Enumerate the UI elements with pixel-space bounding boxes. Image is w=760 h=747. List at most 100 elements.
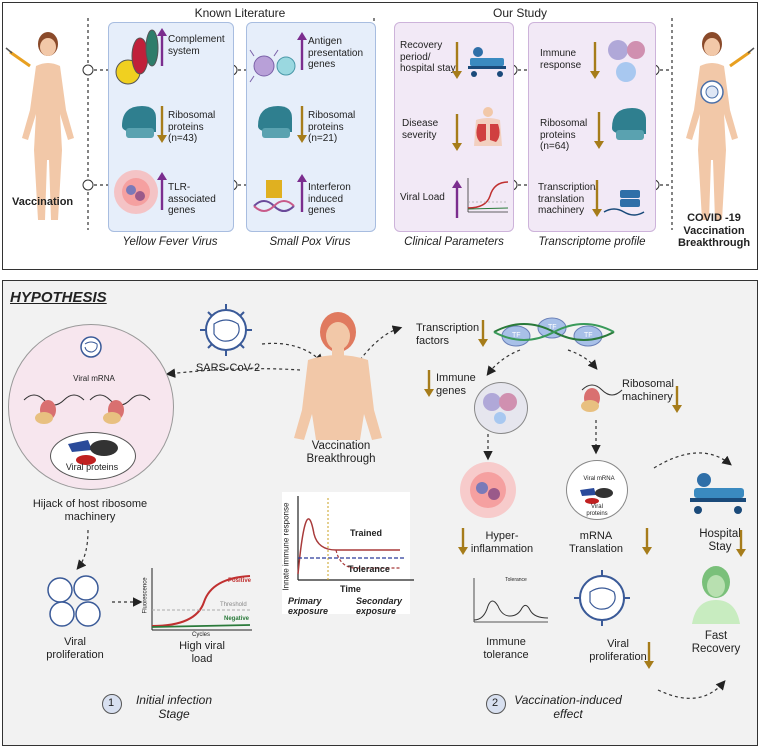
viral-load-label: Viral Load xyxy=(400,192,445,203)
down-arrow-icon xyxy=(452,42,462,79)
ribosomal-proteins-43-label: Ribosomal proteins (n=43) xyxy=(168,110,216,144)
stage-2-badge xyxy=(486,694,506,714)
negative-curve xyxy=(151,624,251,628)
immune-cells-icon xyxy=(483,393,517,424)
immune-tolerance-label: Immune tolerance xyxy=(483,636,529,661)
primary-exposure-label: Primary exposure xyxy=(288,596,329,617)
up-arrow-icon xyxy=(297,32,307,70)
viral-proteins-icon xyxy=(68,440,118,465)
disease-severity-label: Disease severity xyxy=(402,118,439,141)
trained-immunity-panel xyxy=(282,492,410,614)
up-arrow-icon xyxy=(452,180,462,218)
positive-curve xyxy=(151,575,251,627)
recovered-person-icon xyxy=(692,566,740,624)
down-arrow-icon xyxy=(590,42,600,79)
viral-mrna-label: Viral mRNA xyxy=(73,374,115,383)
viral-proteins-small-label: Viral proteins xyxy=(586,504,608,517)
stage-2-label: Vaccination-induced effect xyxy=(514,693,622,721)
tlr-cell-icon xyxy=(114,170,158,214)
tolerance-curve xyxy=(335,549,400,569)
known-literature-heading: Known Literature xyxy=(194,6,286,20)
cycles-axis-label: Cycles xyxy=(191,632,210,638)
covid-breakthrough-person-figure xyxy=(686,32,755,220)
tolerance-label: Tolerance xyxy=(348,564,390,574)
time-axis-label: Time xyxy=(340,584,361,594)
down-arrow-icon xyxy=(478,320,488,347)
complement-system-label: Complement system xyxy=(168,34,225,57)
clinical-parameters-caption: Clinical Parameters xyxy=(404,236,504,248)
down-arrow-icon xyxy=(592,180,602,217)
threshold-label: Threshold xyxy=(220,602,247,608)
stage-2-number: 2 xyxy=(491,697,499,709)
complement-icon xyxy=(115,29,159,85)
viral-load-pcr-chart xyxy=(151,568,252,631)
transcription-factors-label: Transcription factors xyxy=(416,322,480,347)
ribosome-icon xyxy=(122,106,156,138)
positive-label: Positive xyxy=(228,578,252,584)
hospital-bed-icon xyxy=(690,473,746,514)
tf-label: TF xyxy=(584,332,593,339)
tf-label: TF xyxy=(512,332,521,339)
immune-cells-icon xyxy=(608,40,645,82)
viral-proteins-bubble xyxy=(50,432,136,480)
ribosome-mrna-icon xyxy=(23,394,151,424)
hyperinflammation-label: Hyper-inflammation xyxy=(470,530,534,555)
small-pox-caption: Small Pox Virus xyxy=(269,236,351,248)
mrna-translation-label: mRNA Translation xyxy=(568,530,623,555)
ribosomal-machinery-label: Ribosomal machinery xyxy=(622,378,674,403)
down-arrow-icon xyxy=(458,528,468,555)
down-arrow-icon xyxy=(297,106,307,143)
viral-mrna-small-label: Viral mRNA xyxy=(583,476,615,482)
immune-tolerance-chart xyxy=(473,578,549,623)
central-person-figure xyxy=(294,312,382,440)
secondary-exposure-label: Secondary exposure xyxy=(356,596,403,617)
antigen-presentation-label: Antigen presentation genes xyxy=(308,36,364,70)
down-arrow-icon xyxy=(644,642,654,669)
interferon-genes-label: Interferon induced genes xyxy=(308,182,351,216)
immune-cell-ellipse xyxy=(474,382,528,434)
tolerance-small-label: Tolerance xyxy=(505,577,527,583)
up-arrow-icon xyxy=(157,172,167,210)
down-arrow-icon xyxy=(672,386,682,413)
promoter-dna-icon xyxy=(253,180,295,212)
down-arrow-icon xyxy=(736,530,746,557)
viral-proliferation-label: Viral proliferation xyxy=(46,636,104,661)
immune-genes-label: Immune genes xyxy=(436,372,476,397)
up-arrow-icon xyxy=(157,28,167,66)
antigen-presenting-cell-icon xyxy=(249,49,296,83)
negative-label: Negative xyxy=(224,616,250,622)
down-arrow-icon xyxy=(157,106,167,143)
ribosome-icon xyxy=(612,108,646,140)
top-figure-frame xyxy=(2,2,758,270)
virus-small-icon xyxy=(80,336,102,358)
fast-recovery-label: Fast Recovery xyxy=(691,630,741,656)
transcription-translation-label: Transcription/ translation machinery xyxy=(538,182,599,216)
viral-proliferation-icon xyxy=(574,570,630,626)
viral-cluster-icon xyxy=(47,575,101,627)
tf-label: TF xyxy=(548,324,557,331)
viral-proteins-icon xyxy=(580,488,613,504)
vaccination-breakthrough-label: Vaccination Breakthrough xyxy=(306,440,376,466)
down-arrow-icon xyxy=(642,528,652,555)
ribosome-icon xyxy=(258,106,292,138)
recovery-period-label: Recovery period/ hospital stay xyxy=(400,40,456,74)
yellow-fever-caption: Yellow Fever Virus xyxy=(122,236,218,248)
stage-1-number: 1 xyxy=(107,697,115,709)
hijack-label: Hijack of host ribosome machinery xyxy=(32,498,148,523)
tlr-genes-label: TLR-associated genes xyxy=(168,182,216,216)
down-arrow-icon xyxy=(452,114,462,151)
vaccinated-person-figure xyxy=(5,32,74,220)
viral-proliferation-2-label: Viral proliferation xyxy=(589,638,647,663)
pcr-curve-mini-icon xyxy=(467,178,509,213)
ribosomal-proteins-21-label: Ribosomal proteins (n=21) xyxy=(308,110,356,144)
ribosome-mrna-icon xyxy=(581,384,623,412)
stage-1-badge xyxy=(102,694,122,714)
viral-proteins-label: Viral proteins xyxy=(65,462,119,472)
trained-label: Trained xyxy=(350,528,383,538)
primary-response-curve xyxy=(297,518,400,575)
vaccination-label: Vaccination xyxy=(12,196,74,208)
hypothesis-title: HYPOTHESIS xyxy=(10,289,107,306)
down-arrow-icon xyxy=(424,370,434,397)
transcription-machinery-icon xyxy=(603,190,645,216)
